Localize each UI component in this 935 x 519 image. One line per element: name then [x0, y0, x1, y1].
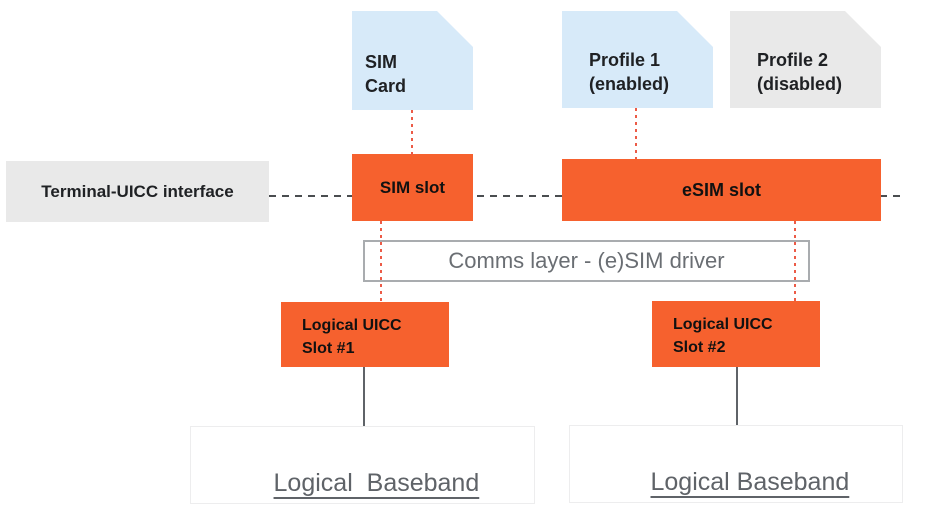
profile-2-disabled-box: Profile 2 (disabled) — [730, 11, 881, 108]
profile-1-label-line2: (enabled) — [589, 74, 670, 95]
profile-2-label-line1: Profile 2 — [757, 50, 829, 70]
comms-layer-box: Comms layer - (e)SIM driver — [363, 240, 810, 282]
logical-baseband-1-label: Logical Baseband — [273, 469, 480, 497]
profile-1-label-line1: Profile 1 — [589, 50, 661, 70]
logical-uicc-2-label-line1: Logical UICC — [673, 316, 773, 333]
logical-uicc-1-label-line2: Slot #1 — [302, 340, 355, 358]
connector-uicc2-to-baseband2 — [736, 367, 738, 425]
esim-slot-box: eSIM slot — [562, 159, 881, 221]
connector-profile1-to-esimslot — [635, 108, 637, 159]
logical-baseband-2-label: Logical Baseband — [650, 468, 850, 496]
connector-esimslot-to-uicc2 — [794, 221, 796, 301]
logical-baseband-1-box: Logical Baseband — [190, 426, 535, 504]
connector-uicc1-to-baseband1 — [363, 367, 365, 426]
sim-card-label-line2: Card — [365, 76, 407, 97]
sim-card-label-line1: SIM — [365, 52, 398, 72]
connector-simslot-to-uicc1 — [380, 221, 382, 302]
logical-baseband-2-box: Logical Baseband — [569, 425, 903, 503]
connector-simcard-to-simslot — [411, 110, 413, 155]
profile-1-enabled-box: Profile 1 (enabled) — [562, 11, 713, 108]
profile-2-label-line2: (disabled) — [757, 74, 843, 95]
logical-uicc-slot-2-box: Logical UICC Slot #2 — [652, 301, 820, 367]
sim-card-box: SIM Card — [352, 11, 473, 110]
logical-uicc-1-label-line1: Logical UICC — [302, 317, 402, 334]
sim-slot-box: SIM slot — [352, 154, 473, 221]
logical-uicc-slot-1-box: Logical UICC Slot #1 — [281, 302, 449, 367]
logical-uicc-2-label-line2: Slot #2 — [673, 339, 726, 357]
terminal-uicc-interface-label: Terminal-UICC interface — [6, 161, 269, 222]
